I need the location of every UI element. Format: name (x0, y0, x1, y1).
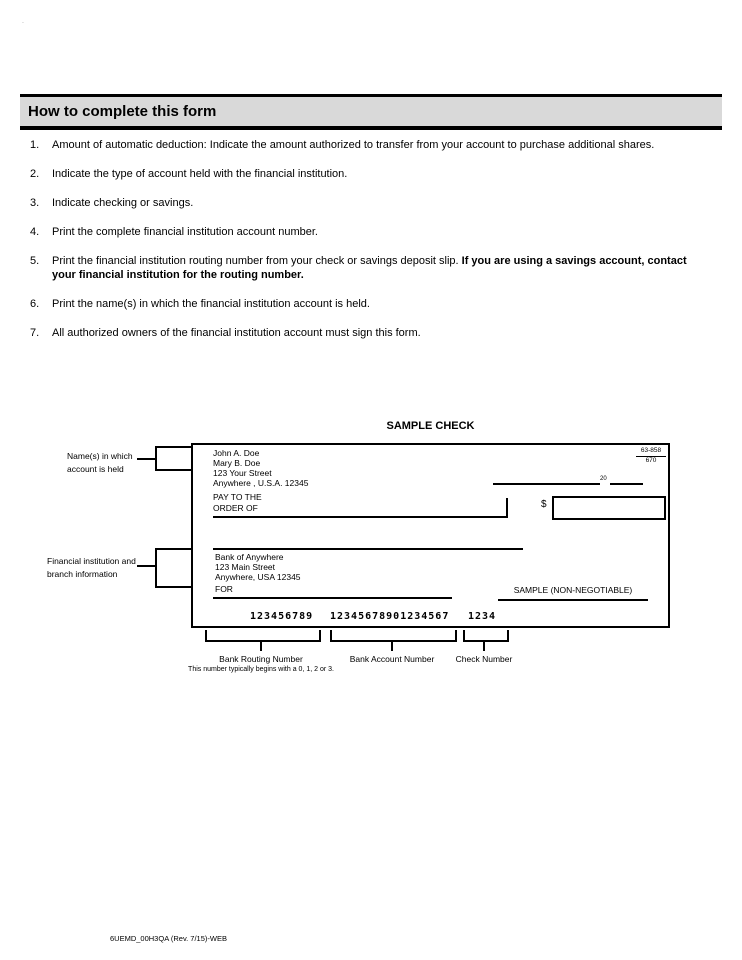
item-number: 2. (30, 168, 40, 180)
micr-account-number: 12345678901234567 (330, 611, 450, 622)
payer-name-1: John A. Doe (213, 448, 260, 458)
financial-bracket-top (155, 548, 191, 550)
account-bracket (330, 630, 457, 642)
bank-city: Anywhere, USA 12345 (215, 572, 301, 582)
instruction-item: 1. Amount of automatic deduction: Indica… (30, 138, 700, 152)
routing-bracket-stem (260, 640, 262, 651)
pay-to-line-2: ORDER OF (213, 502, 258, 513)
names-bracket-bottom (155, 469, 191, 471)
financial-bracket-dash (137, 565, 155, 567)
payee-line (213, 516, 508, 518)
amount-words-line (213, 548, 523, 550)
names-bracket-top (155, 446, 191, 448)
payee-line-riser (506, 498, 508, 516)
section-title: How to complete this form (28, 103, 217, 120)
pay-to-block: PAY TO THE ORDER OF (213, 492, 262, 513)
bank-street: 123 Main Street (215, 562, 276, 572)
header-bar: How to complete this form (20, 97, 722, 126)
date-line (493, 483, 600, 485)
check-number-bracket (463, 630, 509, 642)
for-label: FOR (215, 584, 233, 594)
dollar-sign: $ (541, 499, 547, 510)
item-number: 6. (30, 298, 40, 310)
item-text: Indicate the type of account held with t… (52, 168, 348, 180)
header-bottom-rule (20, 126, 722, 130)
instruction-item: 4. Print the complete financial institut… (30, 225, 700, 239)
financial-bracket-bottom (155, 586, 191, 588)
payer-city: Anywhere , U.S.A. 12345 (213, 478, 309, 488)
payer-block: John A. Doe Mary B. Doe 123 Your Street … (213, 448, 308, 488)
item-number: 3. (30, 197, 40, 209)
non-negotiable-label: SAMPLE (NON-NEGOTIABLE) (513, 585, 633, 595)
check-number-bracket-stem (483, 640, 485, 651)
instruction-item: 2. Indicate the type of account held wit… (30, 167, 700, 181)
item-text: Print the financial institution routing … (52, 254, 700, 282)
amount-box (552, 496, 666, 520)
instruction-item: 3. Indicate checking or savings. (30, 196, 700, 210)
bank-block: Bank of Anywhere 123 Main Street Anywher… (215, 552, 301, 582)
account-number-label: Bank Account Number (349, 654, 435, 664)
micr-routing-number: 123456789 (250, 611, 314, 622)
names-bracket-vertical (155, 446, 157, 471)
payer-name-2: Mary B. Doe (213, 458, 261, 468)
financial-annotation-line-1: Financial institution and (47, 556, 136, 566)
date-year-line (610, 483, 643, 485)
routing-bracket (205, 630, 321, 642)
instruction-item: 6. Print the name(s) in which the financ… (30, 297, 700, 311)
signature-line (498, 599, 648, 601)
instruction-list: 1. Amount of automatic deduction: Indica… (30, 138, 700, 355)
names-bracket-dash (137, 458, 155, 460)
financial-annotation-line-2: branch information (47, 569, 118, 579)
instruction-item: 7. All authorized owners of the financia… (30, 326, 700, 340)
item-text: Print the complete financial institution… (52, 226, 318, 238)
item-text-normal: Print the financial institution routing … (52, 255, 462, 267)
item-text: Print the name(s) in which the financial… (52, 298, 370, 310)
routing-number-note: This number typically begins with a 0, 1… (188, 666, 334, 673)
names-annotation-line-1: Name(s) in which (67, 451, 133, 461)
corner-mark: . (22, 18, 24, 25)
account-bracket-stem (391, 640, 393, 651)
item-text: All authorized owners of the financial i… (52, 327, 421, 339)
names-annotation: Name(s) in which account is held (67, 450, 133, 476)
sample-check: John A. Doe Mary B. Doe 123 Your Street … (191, 443, 670, 628)
sample-check-title: SAMPLE CHECK (386, 420, 475, 432)
routing-number-label: Bank Routing Number (219, 654, 303, 664)
item-number: 4. (30, 226, 40, 238)
header-top-rule (20, 94, 722, 97)
item-text: Amount of automatic deduction: Indicate … (52, 139, 655, 151)
for-line (213, 597, 452, 599)
item-text-bold: If you are using a savings account, cont… (52, 255, 687, 281)
check-number-label: Check Number (455, 654, 513, 664)
form-id: 6UEMD_00H3QA (Rev. 7/15)-WEB (110, 934, 227, 943)
fraction-numerator: 63-858 (636, 447, 666, 457)
item-text: Indicate checking or savings. (52, 197, 194, 209)
item-number: 7. (30, 327, 40, 339)
item-number: 1. (30, 139, 40, 151)
routing-fraction: 63-858 670 (636, 447, 666, 465)
names-annotation-line-2: account is held (67, 464, 124, 474)
micr-check-number: 1234 (468, 611, 497, 622)
fraction-denominator: 670 (645, 457, 657, 464)
payer-street: 123 Your Street (213, 468, 272, 478)
financial-annotation: Financial institution and branch informa… (47, 555, 136, 581)
section-header: How to complete this form (20, 94, 722, 130)
date-year-prefix: 20 (600, 476, 607, 482)
bank-name: Bank of Anywhere (215, 552, 284, 562)
instruction-item: 5. Print the financial institution routi… (30, 254, 700, 282)
pay-to-line-1: PAY TO THE (213, 492, 262, 502)
item-number: 5. (30, 255, 40, 267)
financial-bracket-vertical (155, 548, 157, 588)
